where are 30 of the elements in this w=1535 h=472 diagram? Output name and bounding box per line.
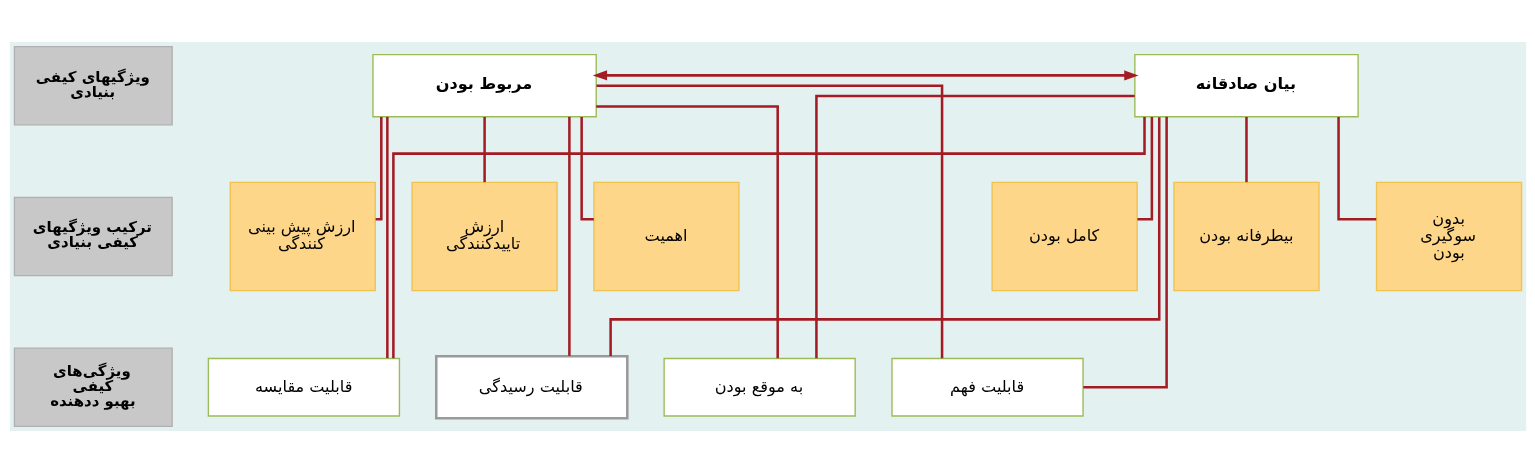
connector: [1244, 116, 1248, 182]
node-box: قابلیت رسیدگی: [434, 354, 629, 420]
node-box: ترکیب ویژگیهای کیفی بنیادی: [13, 196, 173, 276]
connector: [385, 116, 389, 358]
connector: [1136, 116, 1153, 220]
node-box: ویژگی‌های کیفی بهبو ددهنده: [13, 346, 173, 427]
connector: [1336, 116, 1376, 220]
connector: [567, 116, 571, 356]
node-box: ارزش پیش بینی کنندگی: [229, 181, 376, 291]
connector: [596, 83, 943, 358]
connector: [595, 104, 779, 358]
arrow: [592, 69, 1139, 80]
node-box: ارزش تاییدکنندگی: [410, 181, 558, 291]
node-box: قابلیت مقایسه: [207, 357, 400, 417]
node-box: کامل بودن: [990, 181, 1138, 291]
node-box: بدون سوگیری بودن: [1375, 181, 1522, 291]
connector: [482, 116, 486, 182]
node-box: بیان صادقانه: [1133, 53, 1359, 117]
node-box: ویژگیهای کیفی بنیادی: [13, 45, 173, 126]
connector: [608, 116, 1160, 356]
connector: [579, 116, 594, 220]
connector: [814, 94, 1135, 358]
node-box: به موقع بودن: [662, 357, 856, 417]
node-box: قابلیت فهم: [890, 357, 1084, 417]
node-box: اهمیت: [592, 181, 740, 291]
node-box: مربوط بودن: [371, 53, 597, 117]
connector: [375, 116, 383, 220]
node-box: بیطرفانه بودن: [1172, 181, 1320, 291]
connector: [1082, 116, 1168, 389]
connector: [391, 116, 1146, 358]
